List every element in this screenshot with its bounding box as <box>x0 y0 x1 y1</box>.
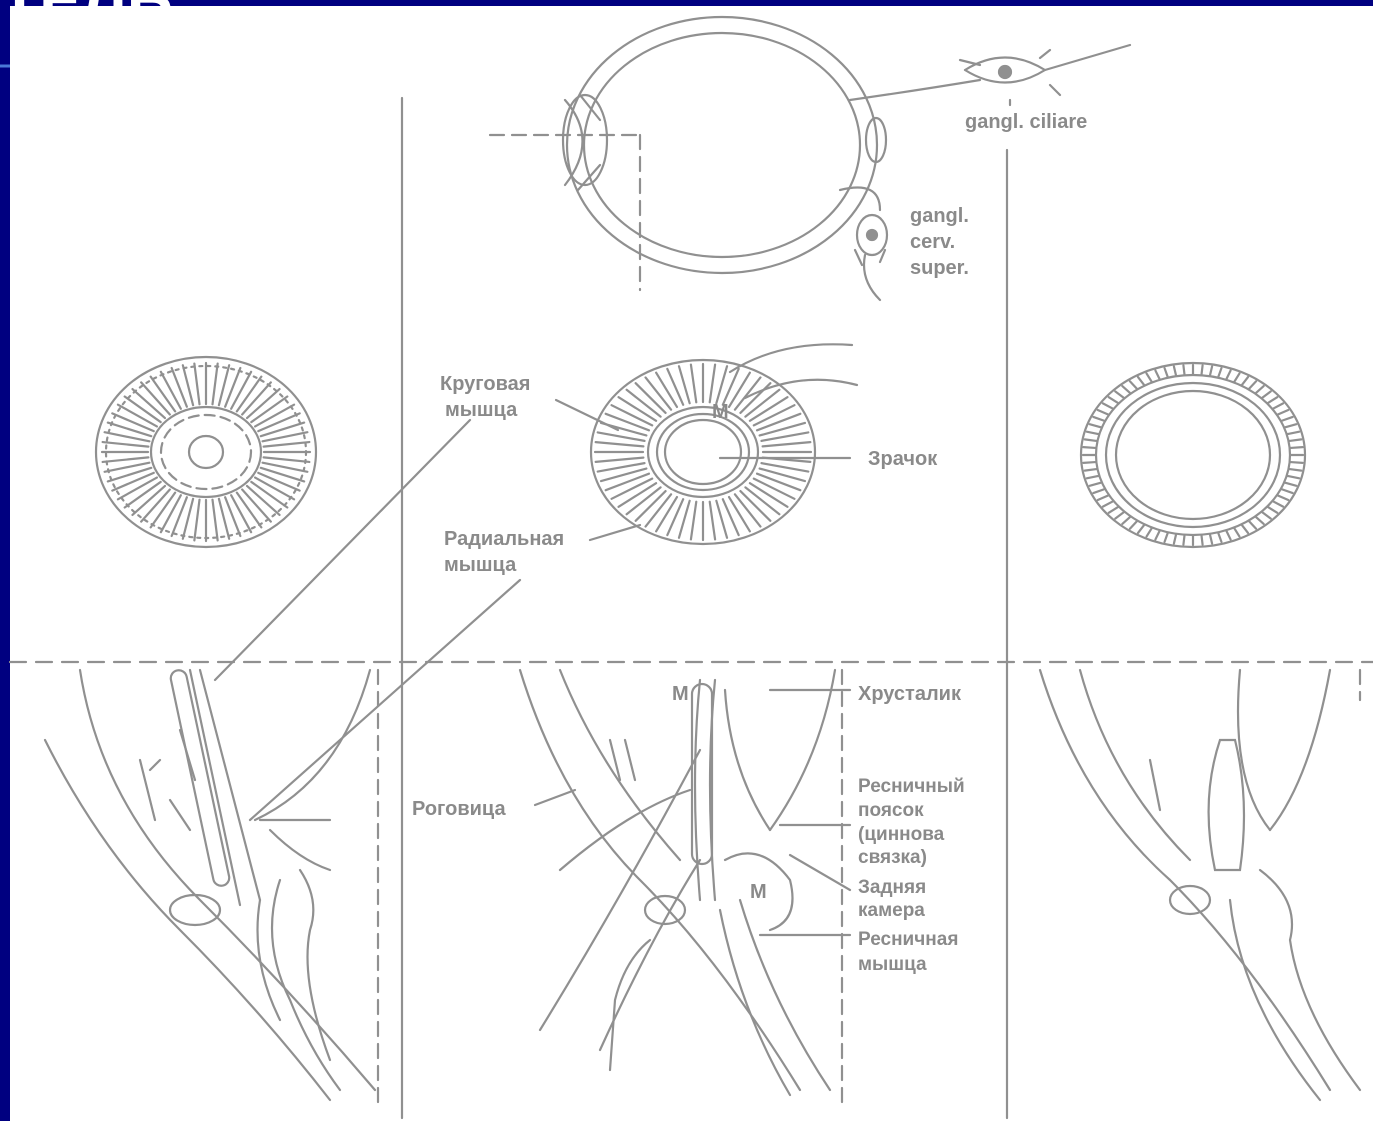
iris-ray <box>1183 536 1184 545</box>
iris-ray <box>1083 462 1095 463</box>
iris-ray <box>1085 439 1097 441</box>
label-lens: Хрусталик <box>858 683 962 705</box>
label-radial-muscle-line1: Радиальная <box>444 528 564 550</box>
label-pupil: Зрачок <box>868 448 938 470</box>
iris-ray <box>1202 365 1203 374</box>
label-zonule-line4: связка) <box>858 847 927 868</box>
label-ciliary-muscle-line2: мышца <box>858 954 927 975</box>
label-gangl-cerv-line3: super. <box>910 257 969 279</box>
label-section-m-mid: М <box>750 881 767 903</box>
label-circular-muscle-line2: мышца <box>445 399 518 421</box>
label-zonule-line1: Ресничный <box>858 776 965 797</box>
label-radial-muscle-line2: мышца <box>444 554 517 576</box>
iris-ray <box>1202 536 1203 545</box>
iris-ray <box>1291 447 1303 448</box>
top-band <box>0 0 1373 4</box>
diagram-sheet <box>10 6 1373 1121</box>
label-gangl-cerv-line1: gangl. <box>910 205 969 227</box>
label-cornea: Роговица <box>412 798 506 820</box>
iris-ray <box>1291 462 1303 463</box>
label-posterior-chamber-line2: камера <box>858 900 925 921</box>
iris-ray <box>1083 447 1095 448</box>
label-zonule-line2: поясок <box>858 800 924 821</box>
iris-ray <box>1183 365 1184 374</box>
label-zonule-line3: (циннова <box>858 824 945 845</box>
label-ciliary-muscle-line1: Ресничная <box>858 929 958 950</box>
iris-ray <box>1290 469 1302 471</box>
label-iris-m: М <box>712 401 729 423</box>
iris-ray <box>1085 469 1097 471</box>
label-gangl-cerv-line2: cerv. <box>910 231 955 253</box>
label-circular-muscle-line1: Круговая <box>440 373 530 395</box>
label-section-m-top: М <box>672 683 689 705</box>
iris-ray <box>1290 439 1302 441</box>
label-gangl-ciliare: gangl. ciliare <box>965 111 1087 133</box>
label-posterior-chamber-line1: Задняя <box>858 877 926 898</box>
